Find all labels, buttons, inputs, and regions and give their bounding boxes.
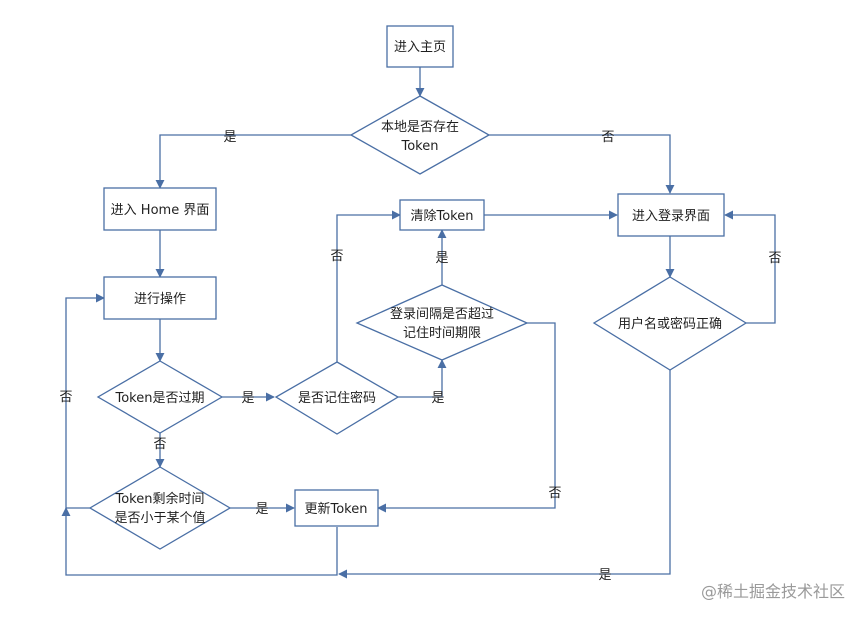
node-credentials-correct-label: 用户名或密码正确: [618, 316, 722, 332]
node-local-token-exists-line2: Token: [401, 139, 439, 154]
watermark: @稀土掘金技术社区: [701, 582, 845, 601]
node-enter-home-page-label: 进入主页: [394, 40, 446, 55]
edge-remember-yes-to-interval: [398, 359, 447, 398]
edge-local-yes-to-home-screen: [155, 134, 351, 189]
edge-credentials-yes-to-merge: [338, 370, 671, 579]
node-enter-home-screen: 进入 Home 界面: [103, 187, 217, 231]
node-login-interval: 登录间隔是否超过 记住时间期限: [355, 284, 529, 361]
nodes: 进入主页 本地是否存在 Token 进入 Home 界面 进行操作 Token是…: [88, 25, 748, 550]
label-remaining-yes: 是: [255, 502, 268, 517]
node-login-interval-line1: 登录间隔是否超过: [390, 307, 494, 322]
node-refresh-token-label: 更新Token: [305, 501, 368, 517]
node-enter-login-screen-label: 进入登录界面: [632, 209, 710, 224]
label-interval-yes: 是: [435, 251, 448, 266]
label-remaining-no: 否: [59, 390, 72, 405]
label-remember-yes: 是: [431, 391, 444, 406]
edge-labels: 是 否 否 是 否 是 是 否 否 否 是 是: [59, 130, 781, 583]
label-expired-no: 否: [153, 437, 166, 452]
node-do-operation: 进行操作: [103, 276, 217, 320]
label-credentials-yes: 是: [598, 568, 611, 583]
node-do-operation-label: 进行操作: [134, 291, 186, 307]
node-remember-password-label: 是否记住密码: [298, 390, 376, 406]
edge-interval-no-to-refresh: [377, 322, 556, 513]
label-interval-no: 否: [548, 486, 561, 501]
node-enter-home-screen-label: 进入 Home 界面: [111, 203, 210, 218]
label-credentials-no: 否: [768, 251, 781, 266]
node-local-token-exists: 本地是否存在 Token: [349, 95, 491, 175]
node-clear-token-label: 清除Token: [411, 209, 474, 224]
node-token-expired: Token是否过期: [96, 360, 224, 434]
node-refresh-token: 更新Token: [294, 489, 379, 527]
label-remember-no: 否: [330, 249, 343, 264]
label-local-no: 否: [601, 130, 614, 145]
node-token-remaining: Token剩余时间 是否小于某个值: [88, 466, 232, 550]
edges: [61, 67, 776, 579]
node-enter-home-page: 进入主页: [386, 25, 454, 68]
node-remember-password: 是否记住密码: [274, 361, 400, 435]
node-credentials-correct: 用户名或密码正确: [592, 276, 748, 371]
label-expired-yes: 是: [241, 391, 254, 406]
node-token-expired-label: Token是否过期: [115, 391, 205, 406]
node-clear-token: 清除Token: [399, 199, 485, 231]
edge-credentials-no-to-login-screen: [724, 210, 776, 324]
node-token-remaining-line1: Token剩余时间: [115, 491, 205, 507]
edge-remaining-no-to-operation: [65, 293, 105, 509]
node-local-token-exists-line1: 本地是否存在: [381, 120, 459, 135]
edge-refresh-to-operation: [61, 507, 338, 576]
node-token-remaining-line2: 是否小于某个值: [114, 510, 205, 526]
label-local-yes: 是: [223, 130, 236, 145]
node-login-interval-line2: 记住时间期限: [403, 326, 481, 341]
node-enter-login-screen: 进入登录界面: [617, 193, 725, 237]
edge-remember-no-to-clear: [336, 210, 401, 362]
edge-local-no-to-login-screen: [489, 134, 675, 194]
